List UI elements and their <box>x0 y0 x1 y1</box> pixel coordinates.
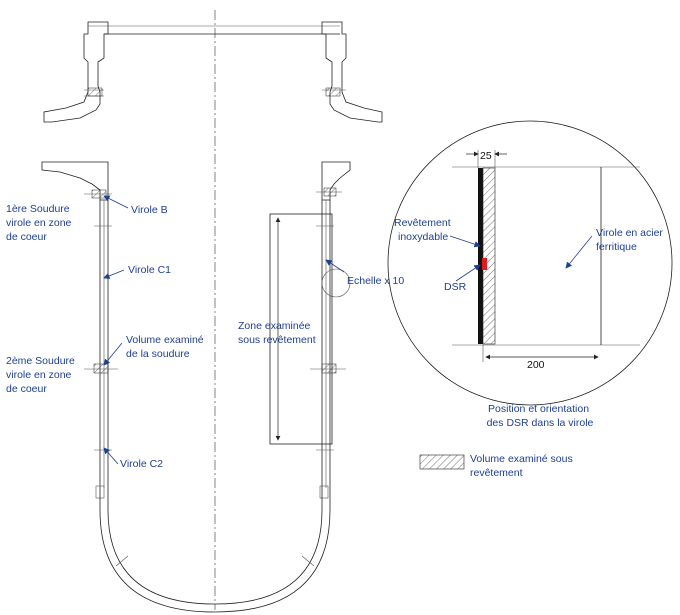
examined-volume-hatch <box>482 167 496 345</box>
label-dim-200: 200 <box>527 359 545 371</box>
vessel-shell-right <box>316 200 334 499</box>
vessel-shell-left <box>94 200 112 499</box>
weld-2-right <box>310 363 346 374</box>
detail-circle <box>387 120 673 406</box>
scale-circle-small <box>321 268 351 298</box>
label-caption: Position et orientation des DSR dans la … <box>487 403 594 429</box>
label-revetement: Revêtement inoxydable <box>394 217 454 243</box>
label-echelle: Echelle x 10 <box>347 275 404 287</box>
dsr-marker <box>482 258 487 270</box>
vessel-virole-b-right <box>316 161 351 201</box>
label-soudure2: 2ème Soudure virole en zone de coeur <box>6 355 78 395</box>
legend-label: Volume examiné sous revêtement <box>470 453 576 479</box>
zone-examined-rect <box>269 213 333 445</box>
annotation-pointers <box>103 195 593 465</box>
vessel-bottom-head <box>99 488 331 613</box>
label-volume-soudure: Volume examiné de la soudure <box>126 334 207 360</box>
label-dsr: DSR <box>444 281 467 293</box>
vessel-top-flange-right <box>321 21 383 123</box>
vessel-virole-b-left <box>41 161 112 201</box>
label-virole-b: Virole B <box>131 204 168 216</box>
label-dim-25: 25 <box>480 150 492 162</box>
label-zone-examinee: Zone examinée sous revêtement <box>238 320 316 346</box>
cladding-layer <box>478 168 483 344</box>
label-virole-c1: Virole C1 <box>128 264 171 276</box>
label-virole-c2: Virole C2 <box>120 458 163 470</box>
weld-2-left <box>84 363 118 374</box>
label-soudure1: 1ère Soudure virole en zone de coeur <box>6 203 74 243</box>
label-virole-acier: Virole en acier ferritique <box>596 227 666 253</box>
vessel-top-flange-left <box>43 21 340 123</box>
legend-hatch-swatch <box>419 454 465 470</box>
legend: Volume examiné sous revêtement <box>419 453 576 479</box>
